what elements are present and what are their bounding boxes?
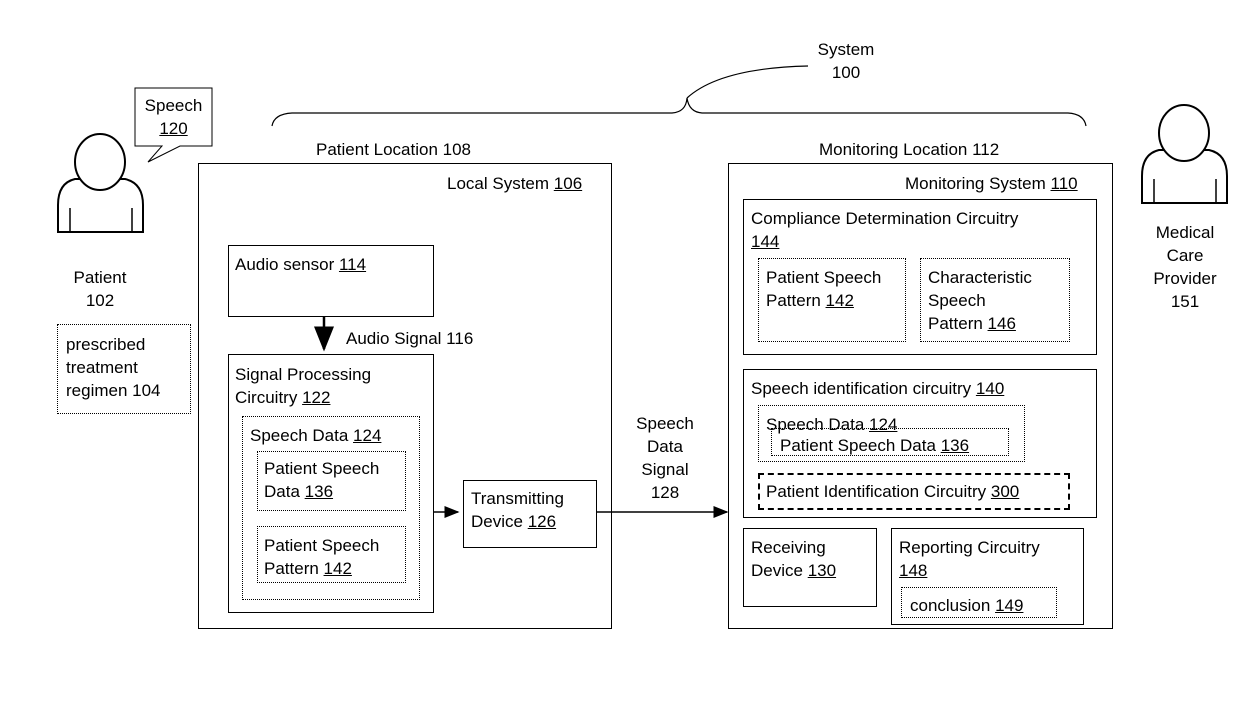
provider-line-1: Medical: [1130, 221, 1240, 244]
speech-label: Speech 120: [135, 94, 212, 140]
audio-sensor-number: 114: [339, 255, 366, 274]
patient-icon: [58, 134, 143, 232]
provider-number: 151: [1130, 290, 1240, 313]
compliance-line-1: Compliance Determination Circuitry: [751, 207, 1018, 230]
transmitting-line-2: Device: [471, 512, 523, 531]
local-system-number: 106: [554, 174, 582, 193]
mon-patient-speech-data-label: Patient Speech Data 136: [780, 434, 969, 457]
local-system-title: Local System: [447, 174, 549, 193]
system-leader-line: [687, 66, 808, 98]
char-pattern-label: Characteristic Speech Pattern 146: [928, 266, 1032, 335]
regimen-line-1: prescribed: [66, 333, 161, 356]
cpp-number: 142: [826, 291, 854, 310]
comp-patient-pattern-label: Patient Speech Pattern 142: [766, 266, 881, 312]
regimen-text: prescribed treatment regimen 104: [66, 333, 161, 402]
conclusion-label: conclusion 149: [910, 594, 1023, 617]
sds-line-1: Speech: [620, 412, 710, 435]
local-psd-line-2: Data: [264, 482, 300, 501]
local-system-label: Local System 106: [447, 172, 582, 195]
compliance-number: 144: [751, 230, 1018, 253]
speech-title: Speech: [135, 94, 212, 117]
compliance-label: Compliance Determination Circuitry 144: [751, 207, 1018, 253]
transmitting-device-label: Transmitting Device 126: [471, 487, 564, 533]
regimen-line-3: regimen 104: [66, 379, 161, 402]
audio-sensor-label: Audio sensor 114: [235, 253, 366, 276]
reporting-label: Reporting Circuitry 148: [899, 536, 1040, 582]
speech-id-title: Speech identification circuitry: [751, 379, 971, 398]
reporting-line-1: Reporting Circuitry: [899, 536, 1040, 559]
reporting-number: 148: [899, 559, 1040, 582]
system-title: System: [808, 38, 884, 61]
monitoring-system-number: 110: [1051, 174, 1078, 193]
local-speech-data-number: 124: [353, 426, 381, 445]
char-line-1: Characteristic: [928, 266, 1032, 289]
patient-id-number: 300: [991, 482, 1019, 501]
system-label: System 100: [808, 38, 884, 84]
local-psp-line-2: Pattern: [264, 559, 319, 578]
transmitting-line-1: Transmitting: [471, 487, 564, 510]
transmitting-number: 126: [528, 512, 556, 531]
speech-number: 120: [135, 117, 212, 140]
provider-icon: [1142, 105, 1227, 203]
patient-id-label: Patient Identification Circuitry 300: [766, 480, 1019, 503]
audio-sensor-title: Audio sensor: [235, 255, 334, 274]
receiving-line-2: Device: [751, 561, 803, 580]
audio-signal-label: Audio Signal 116: [346, 327, 473, 350]
conclusion-title: conclusion: [910, 596, 990, 615]
sds-line-4: 128: [620, 481, 710, 504]
local-psd-line-1: Patient Speech: [264, 457, 379, 480]
speech-id-label: Speech identification circuitry 140: [751, 377, 1004, 400]
system-number: 100: [808, 61, 884, 84]
provider-label: Medical Care Provider 151: [1130, 221, 1240, 313]
cpp-line-2: Pattern: [766, 291, 821, 310]
speech-id-number: 140: [976, 379, 1004, 398]
local-speech-data-title: Speech Data: [250, 426, 348, 445]
char-line-3: Pattern: [928, 314, 983, 333]
patient-location-label: Patient Location 108: [316, 138, 471, 161]
receiving-device-label: Receiving Device 130: [751, 536, 836, 582]
signal-processing-line-2: Circuitry: [235, 388, 297, 407]
system-brace: [272, 98, 1086, 126]
local-psd-number: 136: [305, 482, 333, 501]
local-psp-line-1: Patient Speech: [264, 534, 379, 557]
local-psp-number: 142: [324, 559, 352, 578]
receiving-number: 130: [808, 561, 836, 580]
receiving-line-1: Receiving: [751, 536, 836, 559]
local-patient-speech-pattern-label: Patient Speech Pattern 142: [264, 534, 379, 580]
signal-processing-label: Signal Processing Circuitry 122: [235, 363, 371, 409]
patient-title: Patient: [62, 266, 138, 289]
patient-id-title: Patient Identification Circuitry: [766, 482, 986, 501]
patient-label: Patient 102: [62, 266, 138, 312]
signal-processing-number: 122: [302, 388, 330, 407]
conclusion-number: 149: [995, 596, 1023, 615]
sds-line-3: Signal: [620, 458, 710, 481]
provider-line-3: Provider: [1130, 267, 1240, 290]
mon-psd-title: Patient Speech Data: [780, 436, 936, 455]
provider-line-2: Care: [1130, 244, 1240, 267]
cpp-line-1: Patient Speech: [766, 266, 881, 289]
local-patient-speech-data-label: Patient Speech Data 136: [264, 457, 379, 503]
mon-psd-number: 136: [941, 436, 969, 455]
monitoring-location-label: Monitoring Location 112: [819, 138, 999, 161]
monitoring-system-label: Monitoring System 110: [905, 172, 1078, 195]
regimen-line-2: treatment: [66, 356, 161, 379]
sds-line-2: Data: [620, 435, 710, 458]
speech-data-signal-label: Speech Data Signal 128: [620, 412, 710, 504]
local-speech-data-label: Speech Data 124: [250, 424, 381, 447]
patient-number: 102: [62, 289, 138, 312]
monitoring-system-title: Monitoring System: [905, 174, 1046, 193]
char-line-2: Speech: [928, 289, 1032, 312]
signal-processing-line-1: Signal Processing: [235, 363, 371, 386]
char-number: 146: [988, 314, 1016, 333]
